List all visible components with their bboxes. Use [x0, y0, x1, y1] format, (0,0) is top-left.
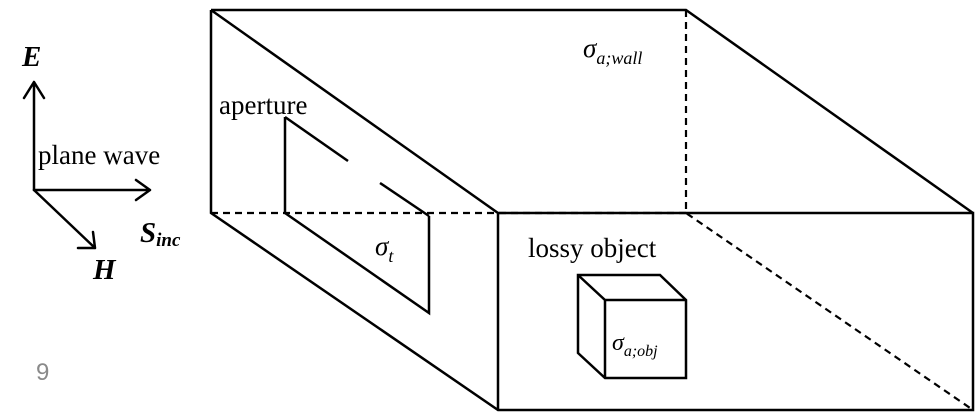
- slide-number: 9: [36, 359, 49, 386]
- e-field-label: E: [21, 41, 41, 73]
- h-field-arrow: [32, 188, 97, 250]
- e-field-arrow: [22, 80, 46, 192]
- cavity-hidden-edges: [211, 10, 974, 411]
- cavity-box: [209, 8, 975, 412]
- object-absorption-label: σa;obj: [612, 330, 658, 360]
- cube-edges: [576, 273, 688, 380]
- aperture-label: aperture: [219, 90, 307, 120]
- plane-wave-label: plane wave: [38, 140, 160, 170]
- h-field-label: H: [92, 254, 117, 286]
- wall-absorption-label: σa;wall: [583, 33, 642, 68]
- incident-field-axes: E plane wave Sinc H: [21, 41, 181, 286]
- aperture-rectangle: [283, 117, 431, 316]
- aperture-transmission-label: σt: [375, 231, 394, 266]
- s-inc-arrow: [32, 178, 152, 202]
- lossy-object-label: lossy object: [528, 233, 657, 263]
- s-inc-label: Sinc: [140, 217, 181, 251]
- aperture-top-edge-right: [379, 181, 430, 218]
- cavity-visible-edges: [209, 8, 975, 412]
- lossy-object-cube: [576, 273, 688, 380]
- aperture-top-edge: [284, 115, 349, 163]
